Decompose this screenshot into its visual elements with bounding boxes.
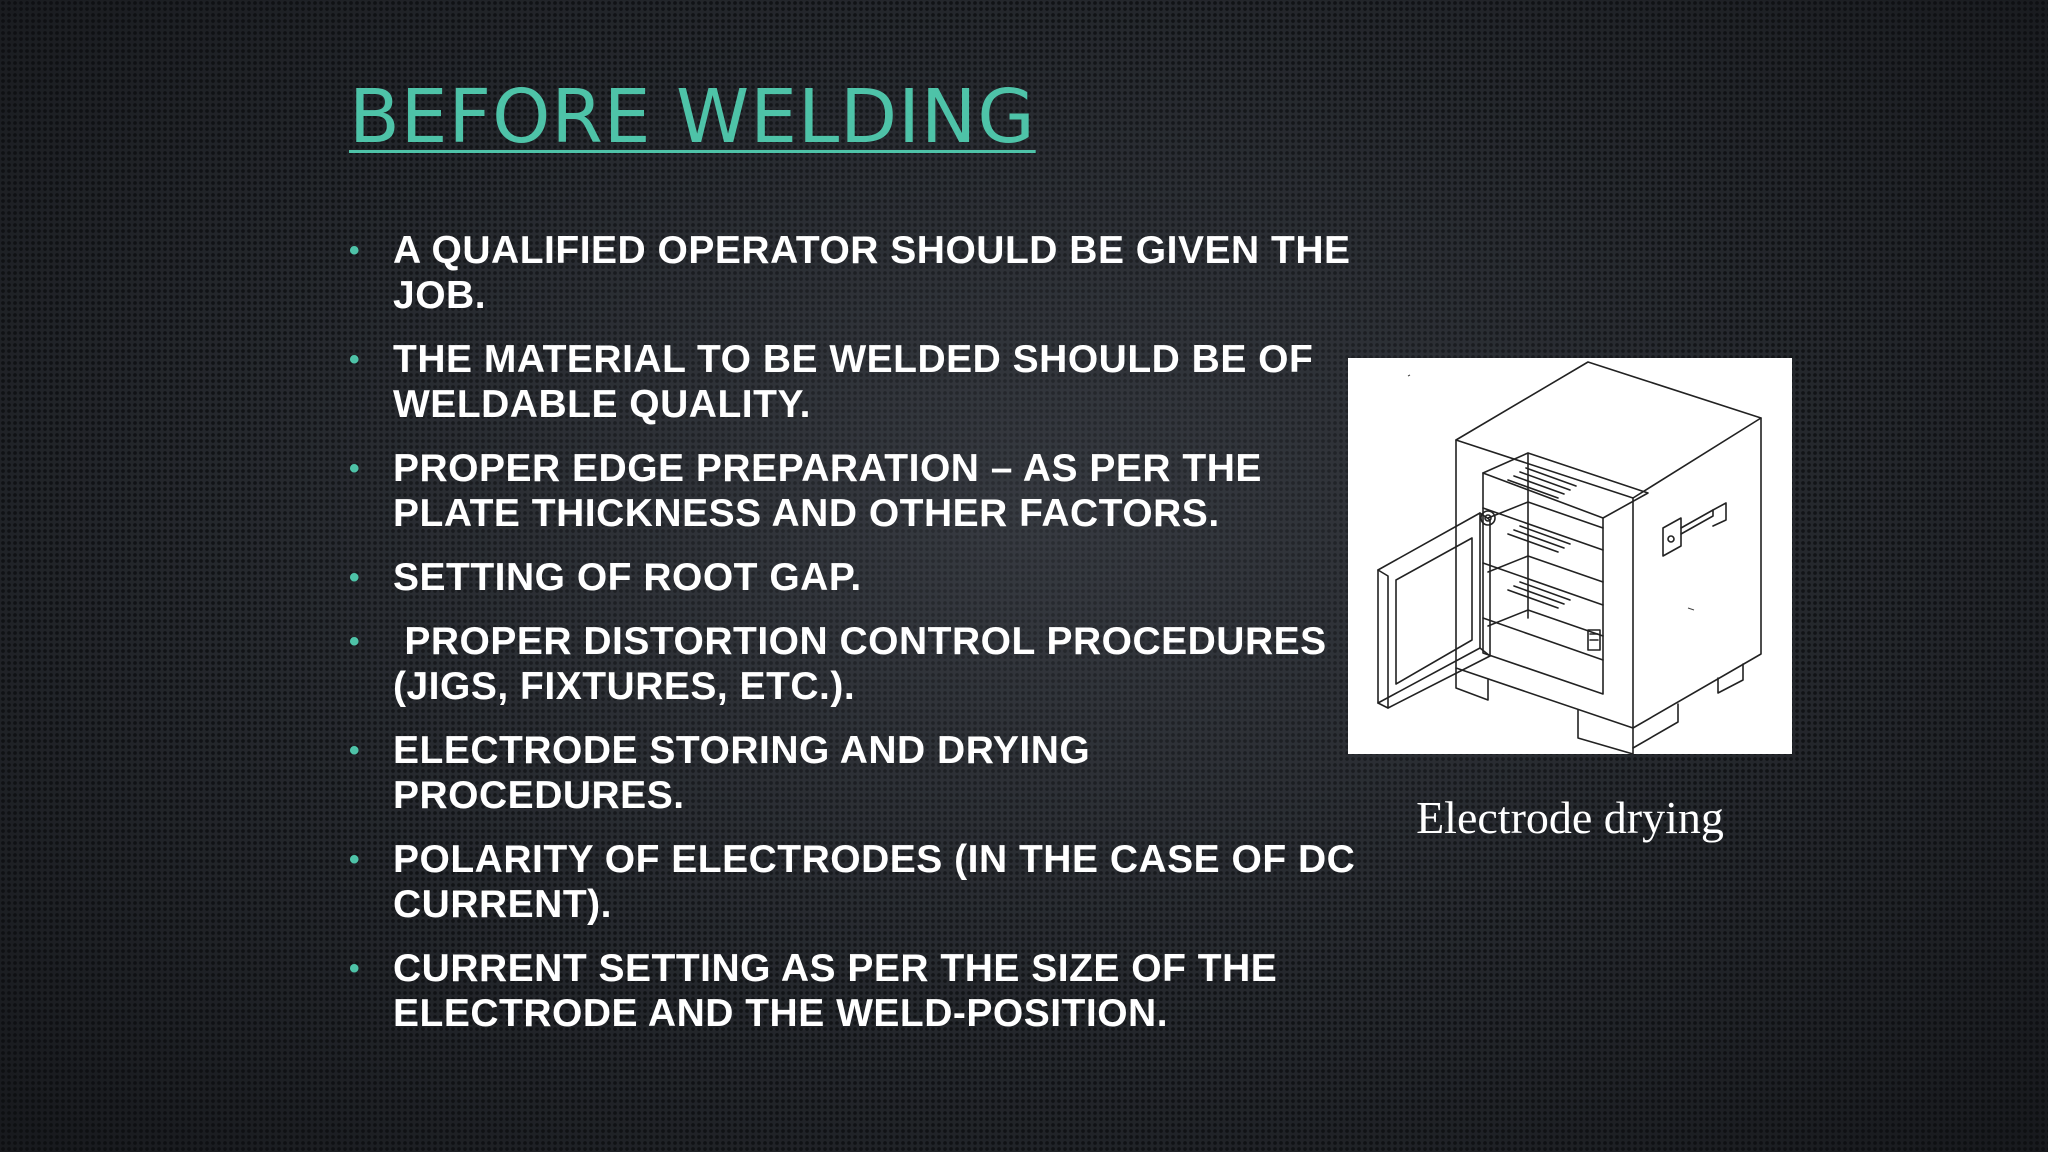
bullet-text: SETTING OF ROOT GAP.	[393, 556, 862, 599]
bullet-item: • PROPER DISTORTION CONTROL PROCEDURES (…	[349, 619, 1369, 709]
bullet-dot-icon: •	[349, 561, 361, 594]
bullet-text: A QUALIFIED OPERATOR SHOULD BE GIVEN THE…	[393, 229, 1362, 317]
bullet-item: • THE MATERIAL TO BE WELDED SHOULD BE OF …	[349, 337, 1369, 427]
bullet-text: CURRENT SETTING AS PER THE SIZE OF THE E…	[393, 947, 1289, 1035]
bullet-item: • POLARITY OF ELECTRODES (IN THE CASE OF …	[349, 837, 1369, 927]
bullet-text: THE MATERIAL TO BE WELDED SHOULD BE OF W…	[393, 338, 1325, 426]
bullet-item: • PROPER EDGE PREPARATION – AS PER THE PL…	[349, 446, 1369, 536]
bullet-item: • A QUALIFIED OPERATOR SHOULD BE GIVEN TH…	[349, 228, 1369, 318]
electrode-oven-figure	[1348, 358, 1792, 754]
bullet-dot-icon: •	[349, 952, 361, 985]
bullet-list: • A QUALIFIED OPERATOR SHOULD BE GIVEN TH…	[349, 228, 1369, 1055]
bullet-dot-icon: •	[349, 734, 361, 767]
bullet-item: • CURRENT SETTING AS PER THE SIZE OF THE …	[349, 946, 1369, 1036]
bullet-dot-icon: •	[349, 452, 361, 485]
electrode-drying-oven-icon	[1377, 361, 1762, 754]
bullet-dot-icon: •	[349, 843, 361, 876]
bullet-text: POLARITY OF ELECTRODES (IN THE CASE OF D…	[393, 838, 1367, 926]
bullet-text: PROPER DISTORTION CONTROL PROCEDURES (JI…	[393, 620, 1338, 708]
bullet-item: • SETTING OF ROOT GAP.	[349, 555, 1369, 600]
bullet-item: • ELECTRODE STORING AND DRYING PROCEDURES…	[349, 728, 1369, 818]
bullet-text: PROPER EDGE PREPARATION – AS PER THE PLA…	[393, 447, 1274, 535]
bullet-dot-icon: •	[349, 625, 361, 658]
slide-title: BEFORE WELDING	[349, 74, 1036, 160]
bullet-text: ELECTRODE STORING AND DRYING PROCEDURES.	[393, 729, 1102, 817]
bullet-dot-icon: •	[349, 343, 361, 376]
figure-caption: Electrode drying	[1416, 792, 1724, 843]
bullet-dot-icon: •	[349, 234, 361, 267]
